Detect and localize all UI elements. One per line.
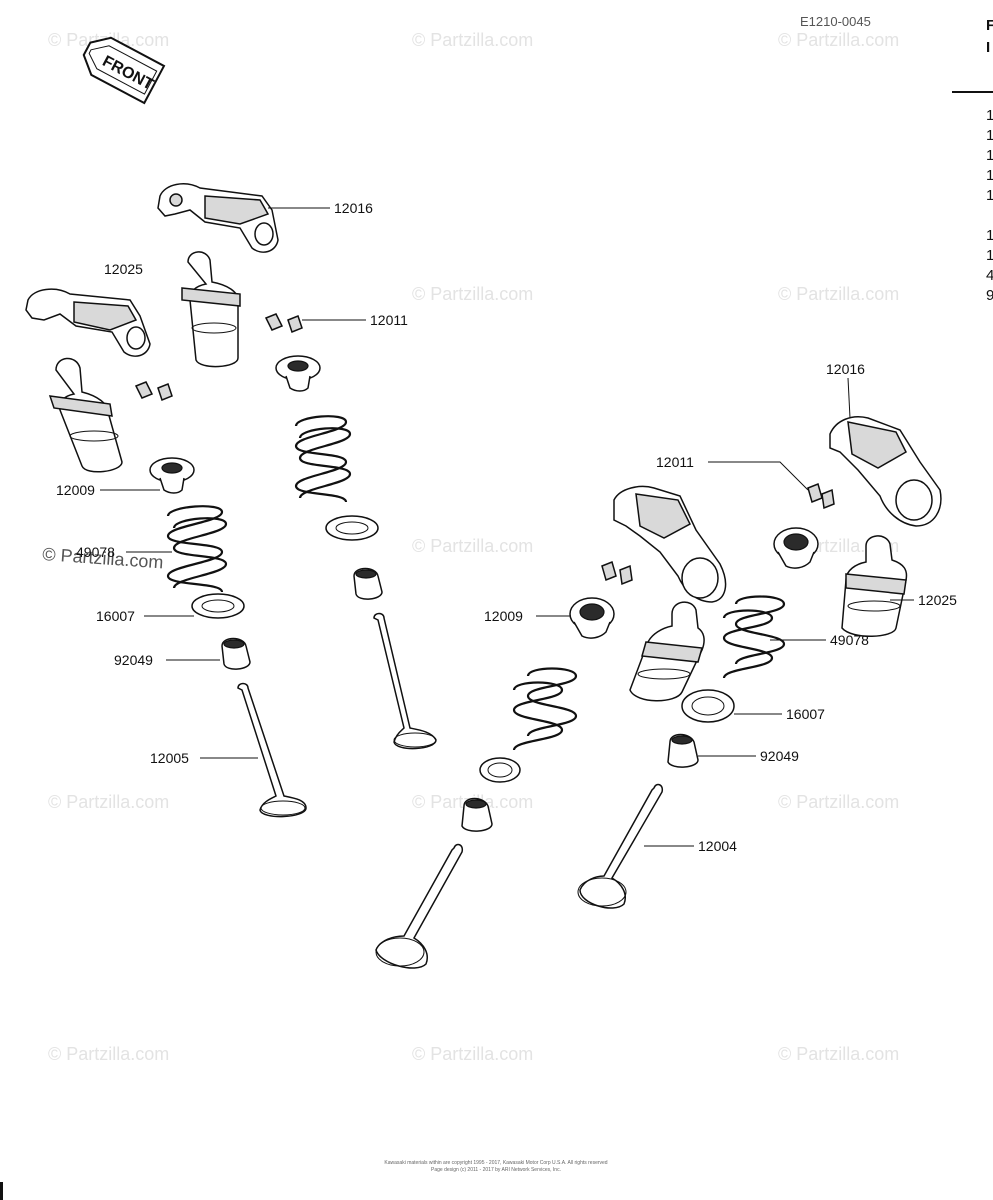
valve-keeper-left-upper: [264, 313, 303, 333]
rocker-arm-middle: [613, 485, 727, 603]
rocker-arm-left: [25, 288, 151, 357]
part-number-label: 12009: [56, 482, 95, 498]
part-number-label: 92049: [114, 652, 153, 668]
spring-retainer-left-upper: [275, 355, 321, 392]
valve-stem-seal-right: [667, 733, 699, 768]
edge-fragment: 1: [986, 107, 993, 124]
part-number-label: 12016: [334, 200, 373, 216]
spring-seat-right-lower: [479, 757, 521, 783]
watermark: © Partzilla.com: [778, 30, 899, 50]
spring-seat-left-upper: [325, 515, 379, 541]
valve-spring-left-lower: [166, 505, 228, 593]
valve-spring-left-upper: [294, 415, 352, 503]
edge-text-column: F I 1 1 1 1 1 1 1 4 9: [952, 17, 993, 304]
copyright-notice: Kawasaki materials within are copyright …: [384, 1160, 607, 1173]
rocker-arm-top-left: [157, 183, 279, 253]
watermark: © Partzilla.com: [778, 284, 899, 304]
lifter-middle: [629, 601, 705, 702]
valve-stem-seal-right-lower: [461, 797, 493, 832]
valve-keeper-left-lower: [134, 381, 173, 401]
copyright-line: Kawasaki materials within are copyright …: [384, 1160, 607, 1166]
watermark: © Partzilla.com: [412, 30, 533, 50]
watermark: © Partzilla.com: [778, 792, 899, 812]
lifter-right: [841, 535, 908, 637]
part-number-label: 12005: [150, 750, 189, 766]
valve-12005: [237, 682, 307, 818]
edge-fragment: 1: [986, 167, 993, 184]
edge-fragment: 1: [986, 247, 993, 264]
spring-retainer-right: [773, 527, 819, 569]
part-number-label: 12011: [370, 312, 408, 328]
valve-stem-seal-left-lower: [221, 637, 251, 670]
spring-seat-left-lower: [191, 593, 245, 619]
spring-seat-right: [681, 689, 735, 723]
watermark: © Partzilla.com: [412, 536, 533, 556]
part-number-label: 12009: [484, 608, 523, 624]
lifter-left-lower: [48, 357, 123, 473]
lifter-left-upper: [181, 251, 241, 368]
part-number-label: 12004: [698, 838, 737, 854]
watermark: © Partzilla.com: [778, 1044, 899, 1064]
edge-fragment: 1: [986, 127, 993, 144]
watermark: © Partzilla.com: [48, 1044, 169, 1064]
edge-fragment: 1: [986, 147, 993, 164]
callouts: 12016 12025 12011 12009 49078 16007 9204…: [56, 200, 957, 854]
part-number-label: 12025: [104, 261, 143, 277]
part-number-label: 92049: [760, 748, 799, 764]
watermark: © Partzilla.com: [48, 792, 169, 812]
valve-left-upper: [373, 612, 437, 750]
spring-retainer-right-lower: [569, 597, 615, 639]
watermark-layer: © Partzilla.com © Partzilla.com © Partzi…: [42, 30, 900, 1064]
edge-fragment: 9: [986, 287, 993, 304]
valve-keeper-right-lower: [601, 560, 633, 586]
valve-stem-seal-left-upper: [353, 567, 383, 600]
part-number-label: 12011: [656, 454, 694, 470]
watermark: © Partzilla.com: [412, 1044, 533, 1064]
edge-fragment: 1: [986, 187, 993, 204]
part-number-label: 16007: [96, 608, 135, 624]
valve-spring-right: [722, 595, 786, 679]
spring-retainer-left-lower: [149, 457, 195, 494]
figure-number: E1210-0045: [800, 14, 871, 29]
rocker-arm-right: [829, 416, 942, 527]
edge-fragment: F: [986, 17, 993, 34]
watermark: © Partzilla.com: [412, 284, 533, 304]
part-number-label: 16007: [786, 706, 825, 722]
edge-fragment: 1: [986, 227, 993, 244]
edge-mark: [0, 1182, 3, 1200]
edge-fragment: 4: [986, 267, 993, 284]
valve-right-lower: [375, 843, 464, 969]
part-number-label: 12025: [918, 592, 957, 608]
part-number-label: 49078: [830, 632, 869, 648]
valve-12004: [577, 783, 664, 909]
valve-keeper-right: [807, 482, 835, 510]
part-number-label: 49078: [76, 544, 115, 560]
valve-spring-right-lower: [512, 667, 578, 751]
part-number-label: 12016: [826, 361, 865, 377]
copyright-line: Page design (c) 2011 - 2017 by ARI Netwo…: [431, 1167, 561, 1173]
edge-fragment: I: [986, 39, 990, 56]
